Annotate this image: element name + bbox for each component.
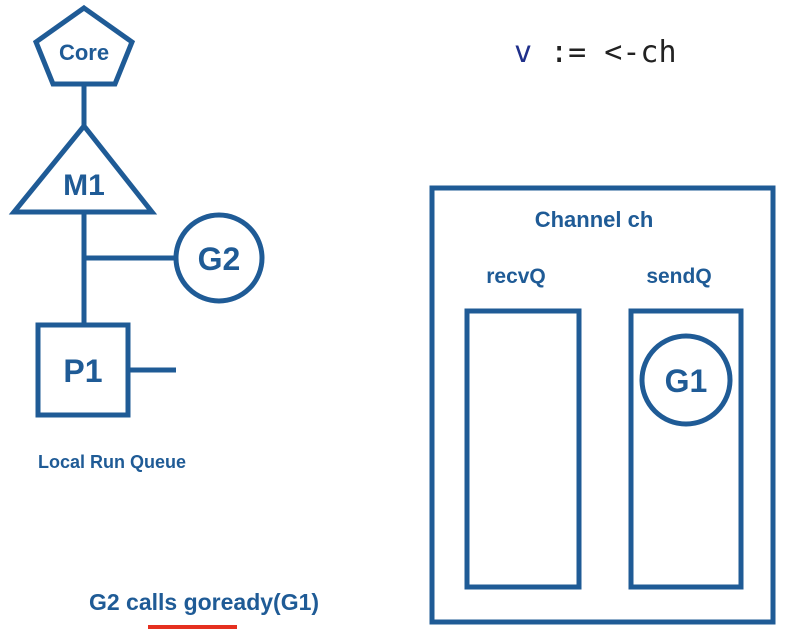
channel-title: Channel ch	[535, 207, 654, 232]
code-snippet: v := <-ch	[514, 35, 677, 70]
sendq-label: sendQ	[646, 265, 711, 288]
m1-label: M1	[63, 169, 105, 202]
local-run-queue-label: Local Run Queue	[38, 452, 186, 472]
core-label: Core	[59, 40, 109, 65]
caption: G2 calls goready(G1)	[89, 589, 319, 615]
g2-circle	[173, 212, 265, 304]
code-variable: v	[514, 35, 532, 70]
p1-square	[35, 322, 131, 418]
recvq-label: recvQ	[486, 265, 546, 288]
p1-label: P1	[63, 353, 102, 389]
recvq-queue-box	[464, 308, 582, 590]
code-receive-expression: := <-ch	[532, 35, 677, 70]
g1-circle	[639, 333, 733, 427]
g1-label: G1	[665, 363, 708, 399]
core-pentagon	[32, 4, 136, 87]
m1-triangle	[8, 122, 158, 215]
g2-label: G2	[198, 241, 241, 277]
